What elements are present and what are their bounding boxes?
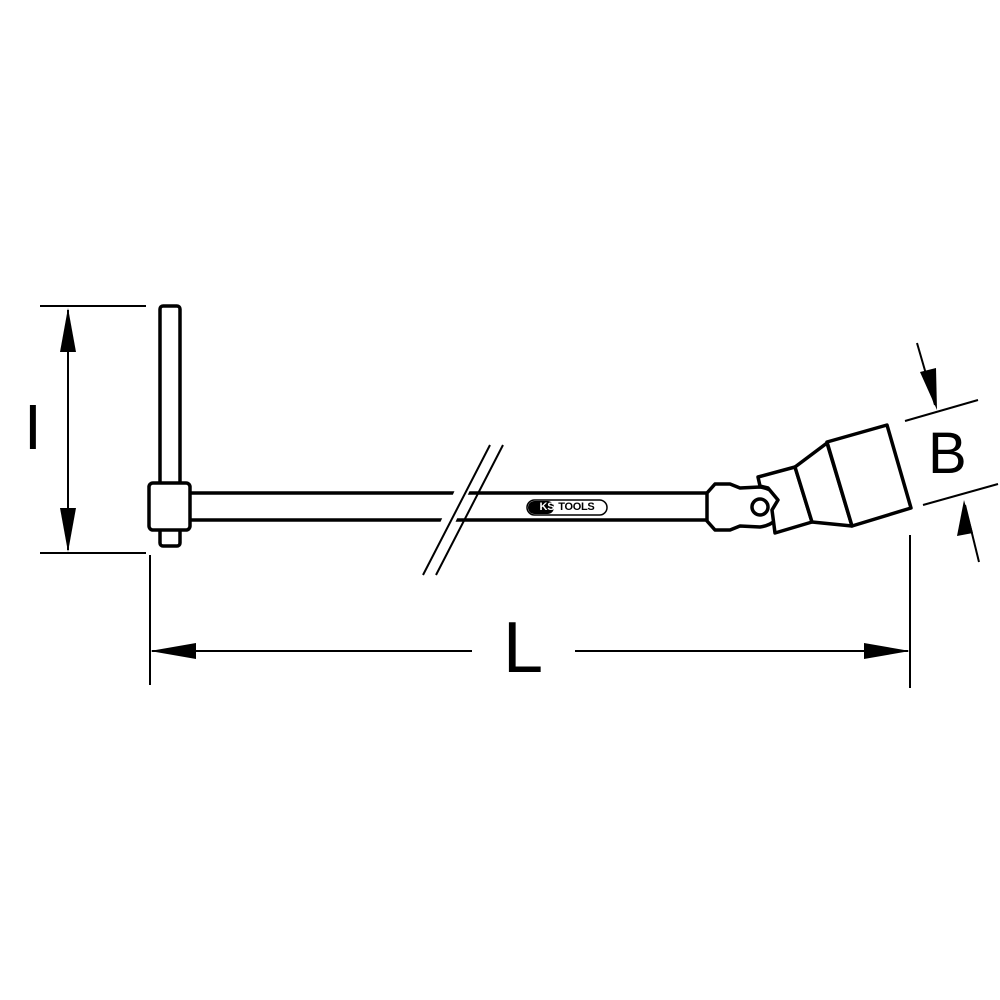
extension-line [904, 399, 979, 422]
handle-block [147, 481, 192, 532]
break-line [422, 444, 491, 576]
arrow-up-icon [60, 308, 76, 352]
joint-pin [750, 497, 770, 517]
length-dimension-label: L [503, 608, 544, 688]
break-line [435, 444, 504, 576]
socket-head [825, 423, 913, 528]
height-dimension-label: I [24, 391, 42, 463]
arrow-down-icon [920, 368, 937, 410]
arrow-right-icon [864, 643, 910, 659]
brand-logo-ks [528, 501, 554, 514]
arrow-left-icon [150, 643, 196, 659]
arrow-down-icon [60, 508, 76, 552]
brand-logo-ks-text: KS [539, 501, 555, 513]
width-dimension-label: B [928, 421, 967, 486]
extension-line [922, 483, 999, 506]
arrow-up-icon [957, 500, 973, 536]
